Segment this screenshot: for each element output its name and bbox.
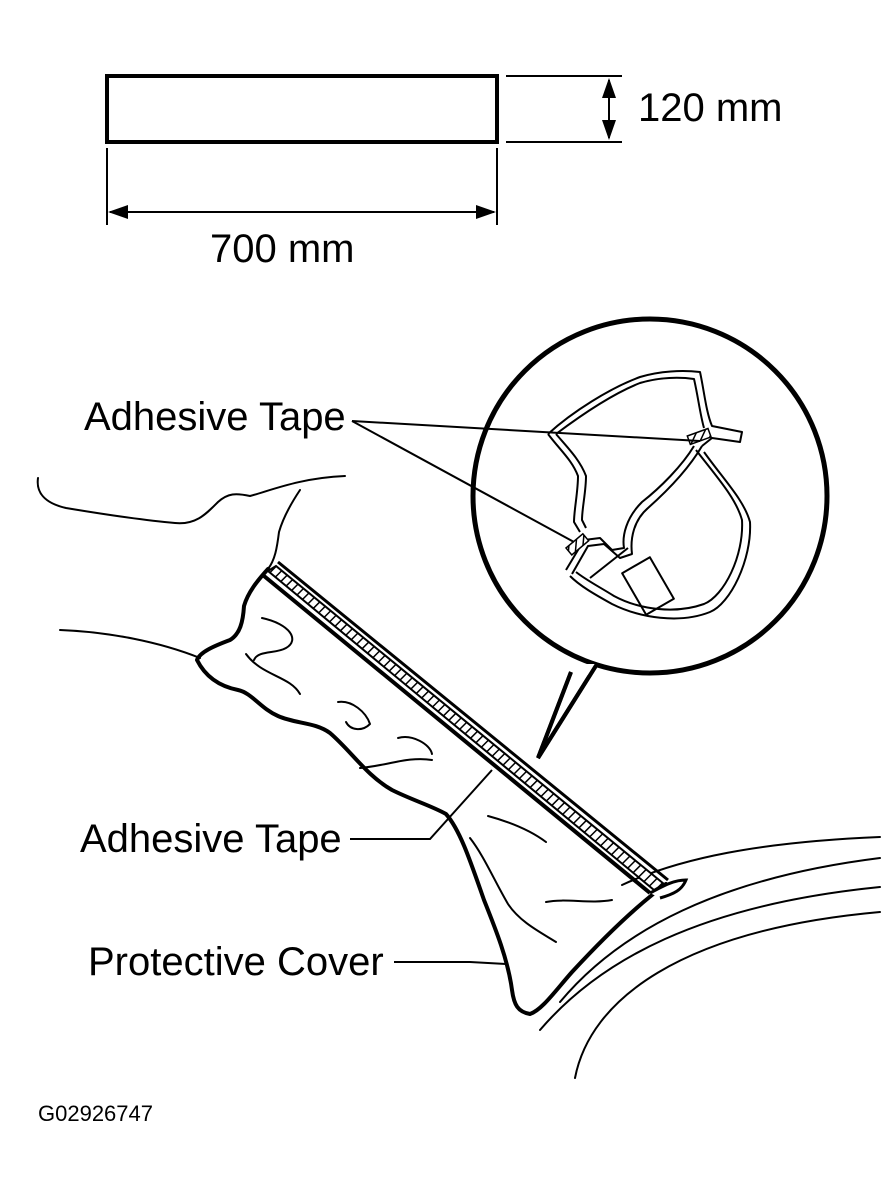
protective-cover-label: Protective Cover [88, 940, 384, 984]
height-arrow-up-icon [602, 78, 616, 98]
figure-code: G02926747 [38, 1101, 153, 1126]
protective-sheet-rectangle [105, 74, 499, 144]
adhesive-tape-label-bottom: Adhesive Tape [80, 817, 342, 861]
leader-adhesive-tape-top-to-upper [351, 420, 701, 442]
leader-adhesive-tape-bottom [350, 769, 493, 840]
width-arrow-right-icon [476, 205, 496, 219]
adhesive-tape-label-top: Adhesive Tape [84, 395, 346, 439]
leader-lines [350, 420, 701, 965]
height-arrow-down-icon [602, 120, 616, 140]
protective-cover-sheet [195, 567, 668, 1016]
width-arrow-left-icon [108, 205, 128, 219]
height-dimension-label: 120 mm [638, 86, 783, 130]
detail-magnifier [470, 316, 830, 760]
adhesive-tape-strip [262, 560, 689, 900]
vehicle-body-outline [36, 475, 881, 1079]
width-dimension-label: 700 mm [210, 227, 355, 271]
sheet-dimension-drawing: 120 mm 700 mm [105, 74, 783, 271]
leader-protective-cover [394, 961, 507, 965]
leader-adhesive-tape-top-to-lower [351, 420, 575, 543]
